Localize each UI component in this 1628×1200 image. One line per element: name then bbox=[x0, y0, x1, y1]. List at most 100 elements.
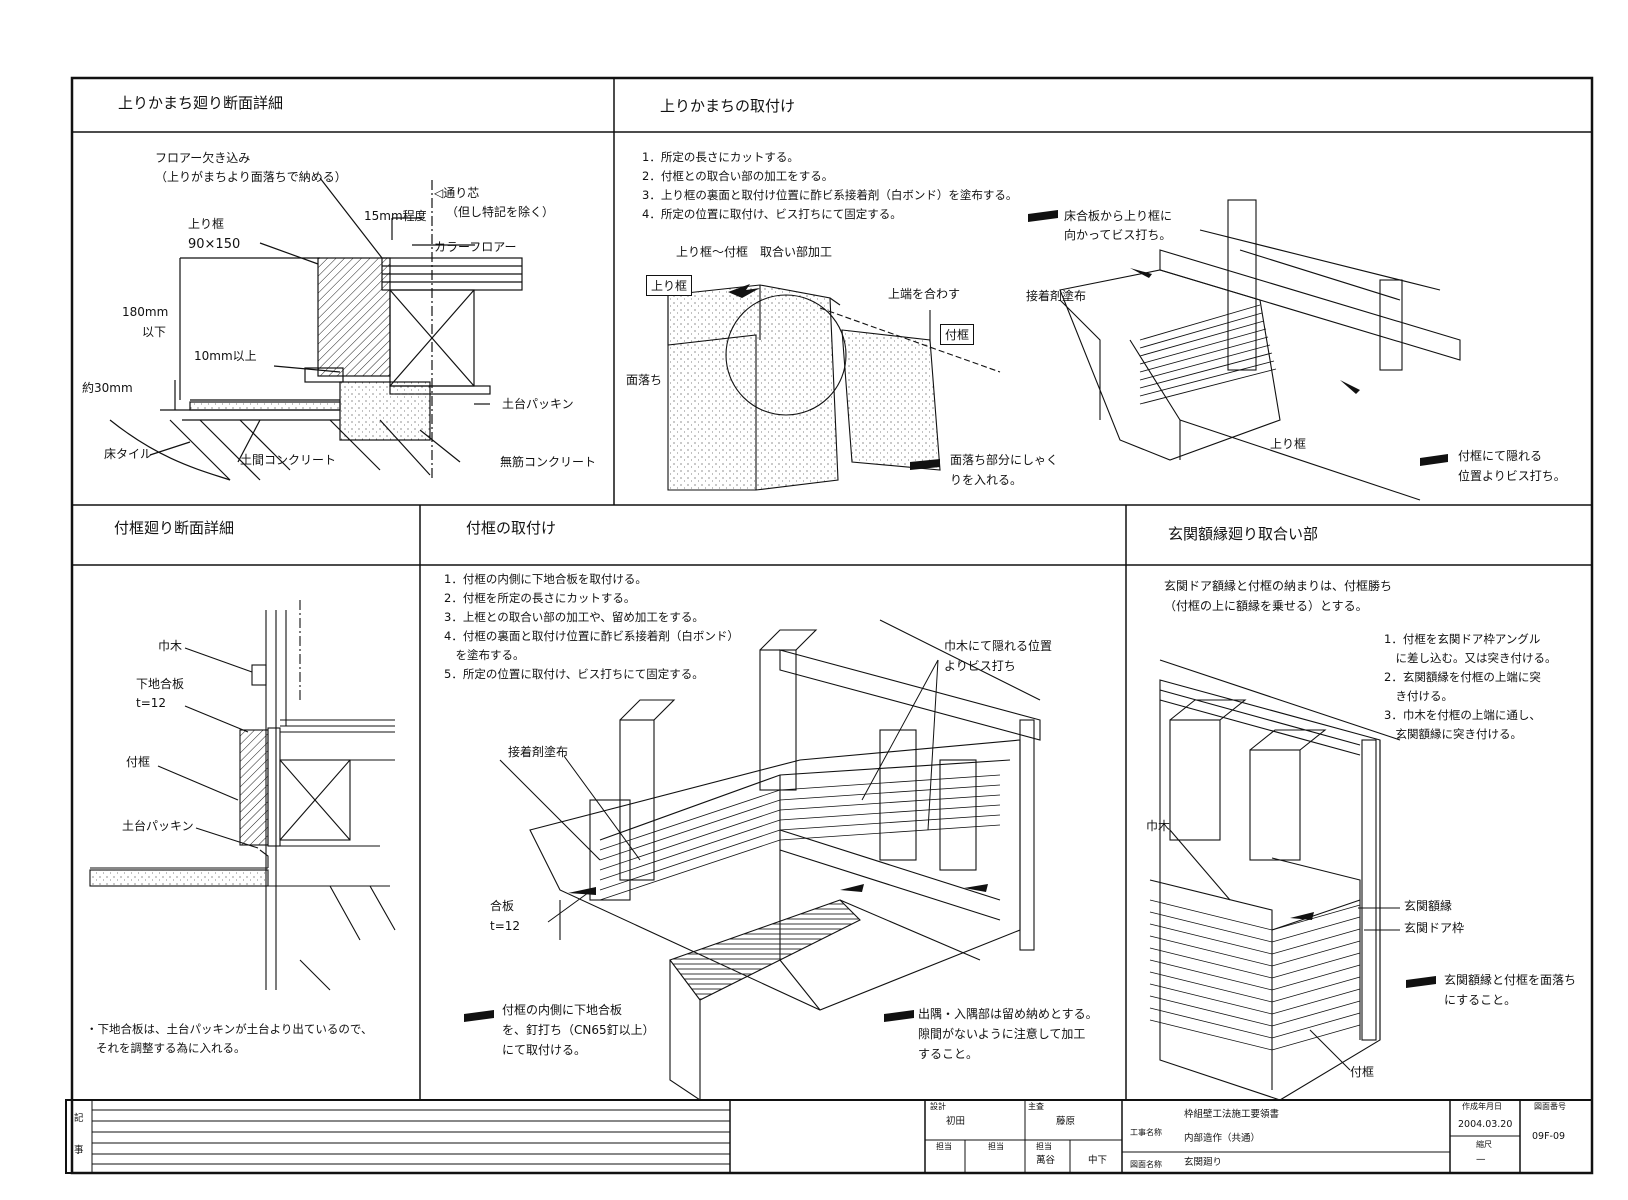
approx-30-label: 約30mm bbox=[82, 381, 133, 395]
agari-section-drawing bbox=[109, 177, 523, 481]
drawing-label: 図面名称 bbox=[1130, 1160, 1162, 1169]
tsuke-section-drawing bbox=[89, 600, 396, 991]
genkan-intro-1: 玄関ドア額縁と付框の納まりは、付框勝ち bbox=[1164, 579, 1393, 593]
face-drop-label: 面落ち bbox=[626, 373, 663, 387]
remarks-label-2: 事 bbox=[74, 1145, 84, 1156]
agari-step: 3．上り框の裏面と取付け位置に酢ビ系接着剤（白ボンド）を塗布する。 bbox=[642, 188, 1018, 202]
plain-concrete-label: 無筋コンクリート bbox=[500, 455, 597, 469]
tsuke-step: 4．付框の裏面と取付け位置に酢ビ系接着剤（白ボンド） bbox=[444, 629, 739, 643]
tsuke-install-drawing bbox=[499, 619, 1041, 1102]
number-label: 図面番号 bbox=[1534, 1102, 1566, 1111]
genkan-arrows bbox=[1290, 912, 1436, 988]
tsuke-adhesive-label: 接着剤塗布 bbox=[508, 745, 569, 759]
plywood-t-label: t=12 bbox=[490, 919, 521, 933]
through-core-label: ◁通り芯 bbox=[434, 186, 480, 200]
tsuke-install-title: 付框の取付け bbox=[466, 519, 557, 537]
scale-label: 縮尺 bbox=[1476, 1140, 1492, 1149]
dodai-packing-label: 土台パッキン bbox=[502, 397, 574, 411]
genkan-habaki-label: 巾木 bbox=[1146, 819, 1171, 833]
corner-note-3: すること。 bbox=[918, 1047, 979, 1061]
agari-frame-label-2: 上り框 bbox=[1270, 437, 1307, 451]
face-align-note-1: 玄関額縁と付框を面落ち bbox=[1444, 973, 1577, 987]
tsuke-section-note: ・下地合板は、土台パッキンが土台より出ているので、 それを調整する為に入れる。 bbox=[86, 1020, 372, 1058]
tsuke-step: 2．付框を所定の長さにカットする。 bbox=[444, 591, 636, 605]
checker-2: 中下 bbox=[1088, 1155, 1108, 1166]
date-label: 作成年月日 bbox=[1462, 1102, 1502, 1111]
genkan-frame-label: 玄関額縁 bbox=[1404, 899, 1453, 913]
tsuke-step: 1．付框の内側に下地合板を取付ける。 bbox=[444, 572, 647, 586]
genkan-step: 2．玄関額縁を付框の上端に突 bbox=[1384, 670, 1541, 684]
genkan-step: に差し込む。又は突き付ける。 bbox=[1384, 651, 1557, 665]
floorboard-note-2: 向かってビス打ち。 bbox=[1064, 228, 1172, 242]
tsuke-section-note-line: それを調整する為に入れる。 bbox=[96, 1041, 246, 1055]
floor-notch-label: フロアー欠き込み bbox=[155, 151, 251, 165]
tsuke-section-note-line: ・下地合板は、土台パッキンが土台より出ているので、 bbox=[86, 1022, 373, 1036]
agari-step: 4．所定の位置に取付け、ビス打ちにて固定する。 bbox=[642, 207, 902, 221]
face-drop-note-2: りを入れる。 bbox=[950, 473, 1023, 487]
height-180-label: 180mm bbox=[122, 305, 169, 319]
project-sub: 内部造作（共通） bbox=[1184, 1133, 1261, 1144]
agari-install-drawing bbox=[667, 199, 1461, 501]
adhesive-label: 接着剤塗布 bbox=[1026, 289, 1087, 303]
chief-head: 主査 bbox=[1028, 1102, 1044, 1111]
floor-notch-sub-label: （上りがまちより面落ちで納める） bbox=[155, 170, 347, 184]
face-drop-note-1: 面落ち部分にしゃく bbox=[950, 453, 1059, 467]
agari-frame-tag: 上り框 bbox=[646, 275, 693, 296]
genkan-tsuke-label: 付框 bbox=[1350, 1065, 1375, 1079]
agari-frame-label: 上り框 bbox=[188, 217, 225, 231]
tsuke-step: を塗布する。 bbox=[444, 648, 525, 662]
designer-head: 設計 bbox=[930, 1102, 946, 1111]
agari-install-title: 上りかまちの取付け bbox=[660, 97, 796, 115]
check-head-1: 担当 bbox=[936, 1142, 952, 1151]
hidden-screw-note-2: 位置よりビス打ち。 bbox=[1458, 469, 1566, 483]
habaki-hidden-note-2: よりビス打ち bbox=[944, 659, 1016, 673]
corner-note-2: 隙間がないように注意して加工 bbox=[918, 1027, 1086, 1041]
inner-note-2: を、釘打ち（CN65釘以上） bbox=[502, 1023, 655, 1037]
tsuke-frame-tag: 付框 bbox=[940, 324, 975, 345]
door-frame-label: 玄関ドア枠 bbox=[1404, 921, 1465, 935]
drawing-number: 09F-09 bbox=[1532, 1131, 1566, 1142]
remarks-label-1: 記 bbox=[74, 1113, 84, 1124]
dodai-packing-label-2: 土台パッキン bbox=[122, 819, 194, 833]
depth-15-label: 15mm程度 bbox=[364, 209, 427, 223]
face-align-note-2: にすること。 bbox=[1444, 993, 1517, 1007]
habaki-hidden-note-1: 巾木にて隠れる位置 bbox=[944, 639, 1053, 653]
check-head-2: 担当 bbox=[988, 1142, 1004, 1151]
agari-step: 2．付框との取合い部の加工をする。 bbox=[642, 169, 834, 183]
inner-note-3: にて取付ける。 bbox=[502, 1043, 587, 1057]
chief-name: 藤原 bbox=[1056, 1116, 1076, 1127]
genkan-step: き付ける。 bbox=[1384, 689, 1453, 703]
agari-size-label: 90×150 bbox=[188, 237, 241, 252]
over-10-label: 10mm以上 bbox=[194, 349, 257, 363]
corner-note-1: 出隅・入隅部は留め納めとする。 bbox=[918, 1007, 1098, 1021]
scale-value: — bbox=[1476, 1154, 1486, 1165]
tsuke-leaders bbox=[547, 659, 939, 923]
genkan-step: 1．付框を玄関ドア枠アングル bbox=[1384, 632, 1541, 646]
tsuke-section-title: 付框廻り断面詳細 bbox=[114, 519, 235, 537]
project-label: 工事名称 bbox=[1130, 1128, 1162, 1137]
genkan-steps: 1．付框を玄関ドア枠アングル に差し込む。又は突き付ける。 2．玄関額縁を付框の… bbox=[1384, 630, 1557, 744]
tsuke-install-steps: 1．付框の内側に下地合板を取付ける。 2．付框を所定の長さにカットする。 3．上… bbox=[444, 570, 739, 684]
align-top-label: 上端を合わす bbox=[888, 287, 961, 301]
genkan-drawing bbox=[1149, 659, 1401, 1101]
through-core-sub-label: （但し特記を除く） bbox=[446, 205, 555, 219]
doma-concrete-label: 土間コンクリート bbox=[240, 453, 337, 467]
genkan-intro-2: （付框の上に額縁を乗せる）とする。 bbox=[1164, 599, 1368, 613]
hidden-screw-note-1: 付框にて隠れる bbox=[1458, 449, 1543, 463]
joint-work-label: 上り框〜付框 取合い部加工 bbox=[676, 245, 833, 259]
designer-name: 初田 bbox=[946, 1116, 966, 1127]
base-plywood-t-label: t=12 bbox=[136, 696, 167, 710]
agari-install-steps: 1．所定の長さにカットする。 2．付框との取合い部の加工をする。 3．上り框の裏… bbox=[642, 148, 1017, 224]
agari-section-title: 上りかまち廻り断面詳細 bbox=[118, 94, 284, 112]
date-value: 2004.03.20 bbox=[1458, 1119, 1513, 1130]
check-head-3: 担当 bbox=[1036, 1142, 1052, 1151]
tsuke-arrows bbox=[464, 884, 988, 1022]
habaki-label: 巾木 bbox=[158, 639, 183, 653]
checker-1: 萬谷 bbox=[1036, 1155, 1056, 1166]
floor-tile-label: 床タイル bbox=[104, 447, 153, 461]
project-name: 枠組壁工法施工要領書 bbox=[1184, 1109, 1280, 1120]
genkan-step: 玄関額縁に突き付ける。 bbox=[1384, 727, 1522, 741]
inner-note-1: 付框の内側に下地合板 bbox=[502, 1003, 623, 1017]
